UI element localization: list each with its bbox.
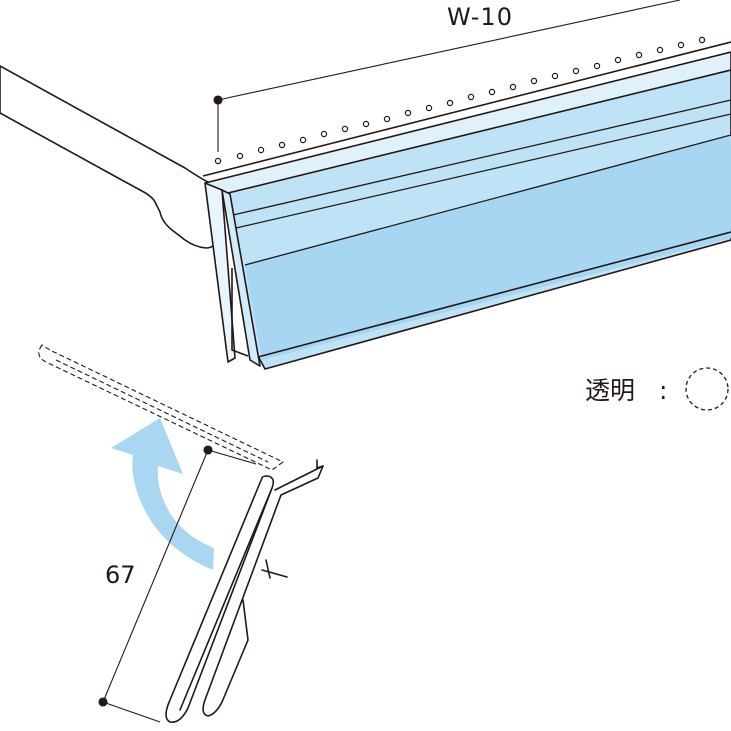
height-dimension [98, 445, 257, 723]
holder-line-1 [232, 99, 731, 216]
height-dimension-line [102, 449, 209, 703]
label-holder [204, 51, 731, 370]
ghost-holder [38, 344, 285, 471]
width-dimension-dot [213, 95, 223, 105]
width-dimension [213, 0, 681, 152]
shelf-top-edge [202, 41, 731, 177]
legend-label: 透明 [585, 376, 635, 405]
legend: 透明 : [585, 367, 729, 411]
holder-bottom-edge [257, 231, 731, 358]
holder-line-2 [235, 113, 731, 229]
holder-mid-lip [221, 189, 261, 367]
height-label: 67 [105, 561, 136, 589]
profile-lip [316, 459, 324, 469]
rotation-arrow-icon [111, 418, 214, 570]
profile-hook [261, 559, 288, 579]
profile-inner-wall [179, 487, 273, 711]
height-extension-bottom [102, 701, 161, 723]
height-extension-top [207, 449, 257, 465]
height-dot-top [203, 445, 213, 455]
shelf-top-surface [0, 0, 731, 175]
width-label: W-10 [447, 3, 513, 31]
shelf-perforations [214, 36, 706, 165]
profile-back-wall [202, 465, 324, 717]
side-profile [165, 459, 324, 724]
holder-line-3 [244, 134, 731, 266]
transparent-swatch-icon [685, 367, 729, 411]
legend-separator: : [659, 376, 667, 405]
profile-front-wall [165, 475, 275, 724]
holder-left-lip [204, 182, 236, 363]
height-dot-bottom [98, 697, 108, 707]
width-dimension-line [217, 0, 681, 101]
shelf [0, 0, 731, 249]
holder-inner-fold [231, 268, 249, 357]
holder-label-window [245, 135, 731, 360]
